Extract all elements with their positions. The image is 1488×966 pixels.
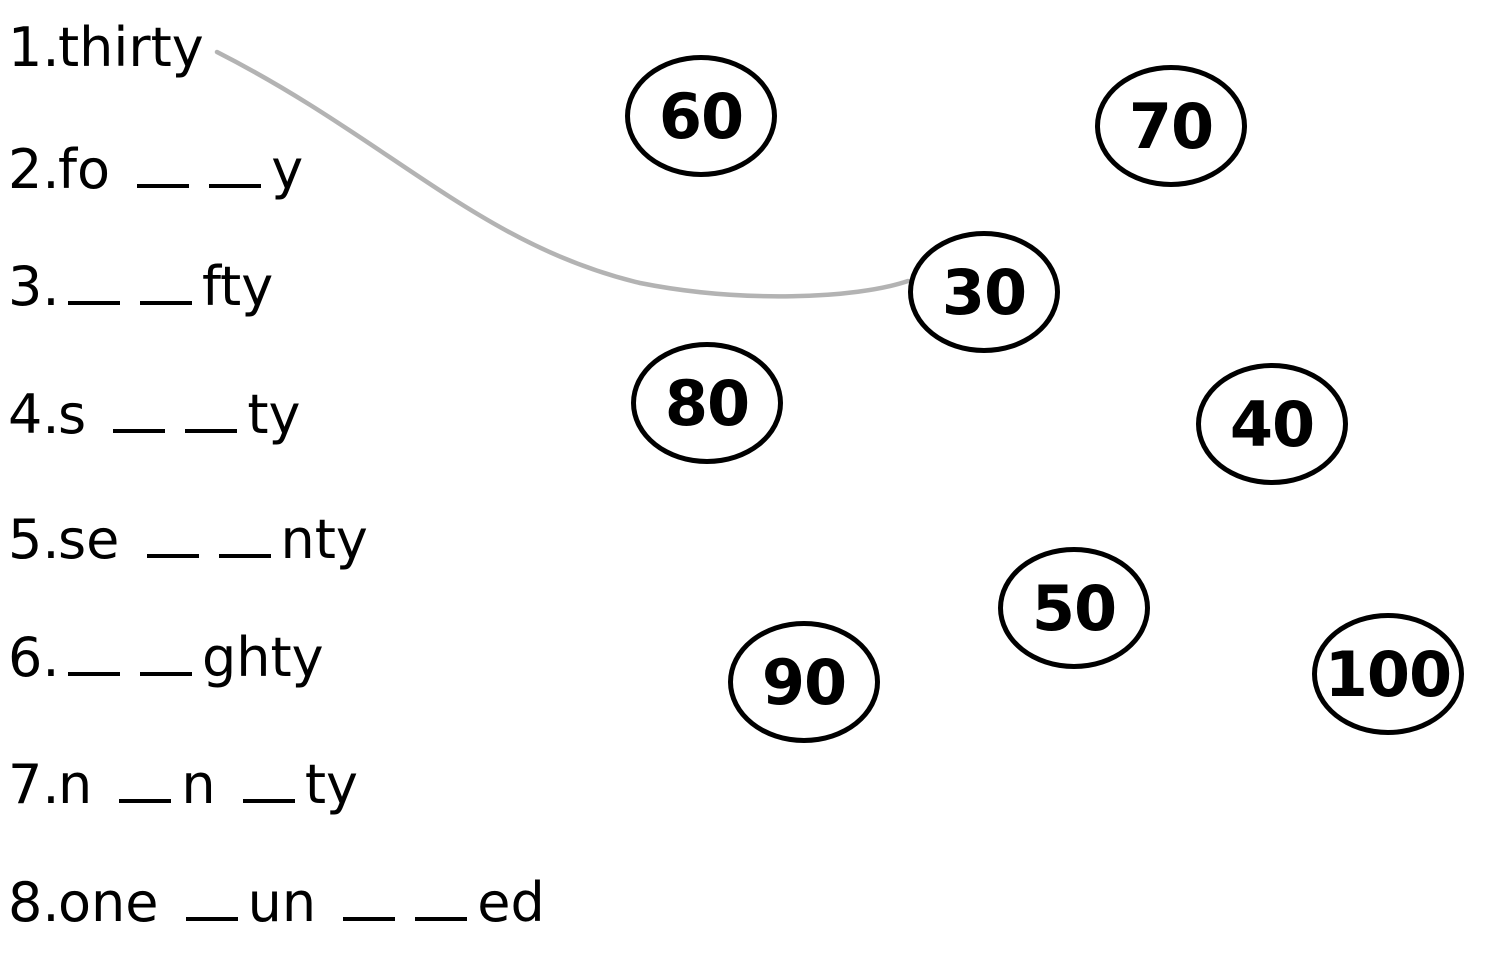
item-text: un	[247, 871, 317, 934]
item-text: ghty	[202, 626, 324, 689]
answer-blank[interactable]	[140, 660, 192, 676]
item-text: one	[58, 871, 159, 934]
answer-blank[interactable]	[185, 417, 238, 433]
number-circle-70[interactable]: 70	[1095, 65, 1247, 187]
number-circle-40[interactable]: 40	[1196, 363, 1348, 485]
item-text: y	[271, 138, 304, 201]
item-text: s	[58, 383, 87, 446]
word-item-8: 8.one un ed	[8, 872, 545, 934]
word-item-1: 1.thirty	[8, 17, 204, 79]
answer-blank[interactable]	[146, 542, 199, 558]
item-text: n	[181, 753, 216, 816]
item-text: ty	[304, 753, 358, 816]
item-number: 4.	[8, 383, 60, 446]
answer-blank[interactable]	[218, 542, 271, 558]
item-number: 8.	[8, 871, 60, 934]
answer-blank[interactable]	[113, 417, 166, 433]
item-number: 5.	[8, 508, 60, 571]
item-number: 2.	[8, 138, 60, 201]
answer-blank[interactable]	[68, 289, 120, 305]
word-item-2: 2.fo y	[8, 139, 303, 201]
word-item-3: 3. fty	[8, 256, 273, 318]
answer-blank[interactable]	[242, 787, 295, 803]
word-item-4: 4.s ty	[8, 384, 300, 446]
item-text: ed	[477, 871, 545, 934]
item-number: 3.	[8, 255, 60, 318]
number-circle-30[interactable]: 30	[908, 231, 1060, 353]
word-item-6: 6. ghty	[8, 627, 324, 689]
answer-blank[interactable]	[209, 172, 262, 188]
answer-blank[interactable]	[185, 905, 238, 921]
answer-blank[interactable]	[415, 905, 468, 921]
item-text: se	[58, 508, 120, 571]
item-text: n	[58, 753, 93, 816]
word-item-7: 7.n n ty	[8, 754, 358, 816]
item-number: 6.	[8, 626, 60, 689]
number-circle-90[interactable]: 90	[728, 621, 880, 743]
item-number: 7.	[8, 753, 60, 816]
item-text: fty	[202, 255, 274, 318]
answer-blank[interactable]	[137, 172, 190, 188]
item-text: fo	[58, 138, 111, 201]
item-text: thirty	[58, 16, 204, 79]
answer-blank[interactable]	[119, 787, 172, 803]
answer-blank[interactable]	[140, 289, 192, 305]
item-text: ty	[247, 383, 301, 446]
number-circle-50[interactable]: 50	[998, 547, 1150, 669]
item-text: nty	[280, 508, 368, 571]
word-item-5: 5.se nty	[8, 509, 368, 571]
answer-blank[interactable]	[68, 660, 120, 676]
number-circle-80[interactable]: 80	[631, 342, 783, 464]
item-number: 1.	[8, 16, 60, 79]
number-circle-60[interactable]: 60	[625, 55, 777, 177]
answer-blank[interactable]	[343, 905, 396, 921]
number-circle-100[interactable]: 100	[1312, 613, 1464, 735]
